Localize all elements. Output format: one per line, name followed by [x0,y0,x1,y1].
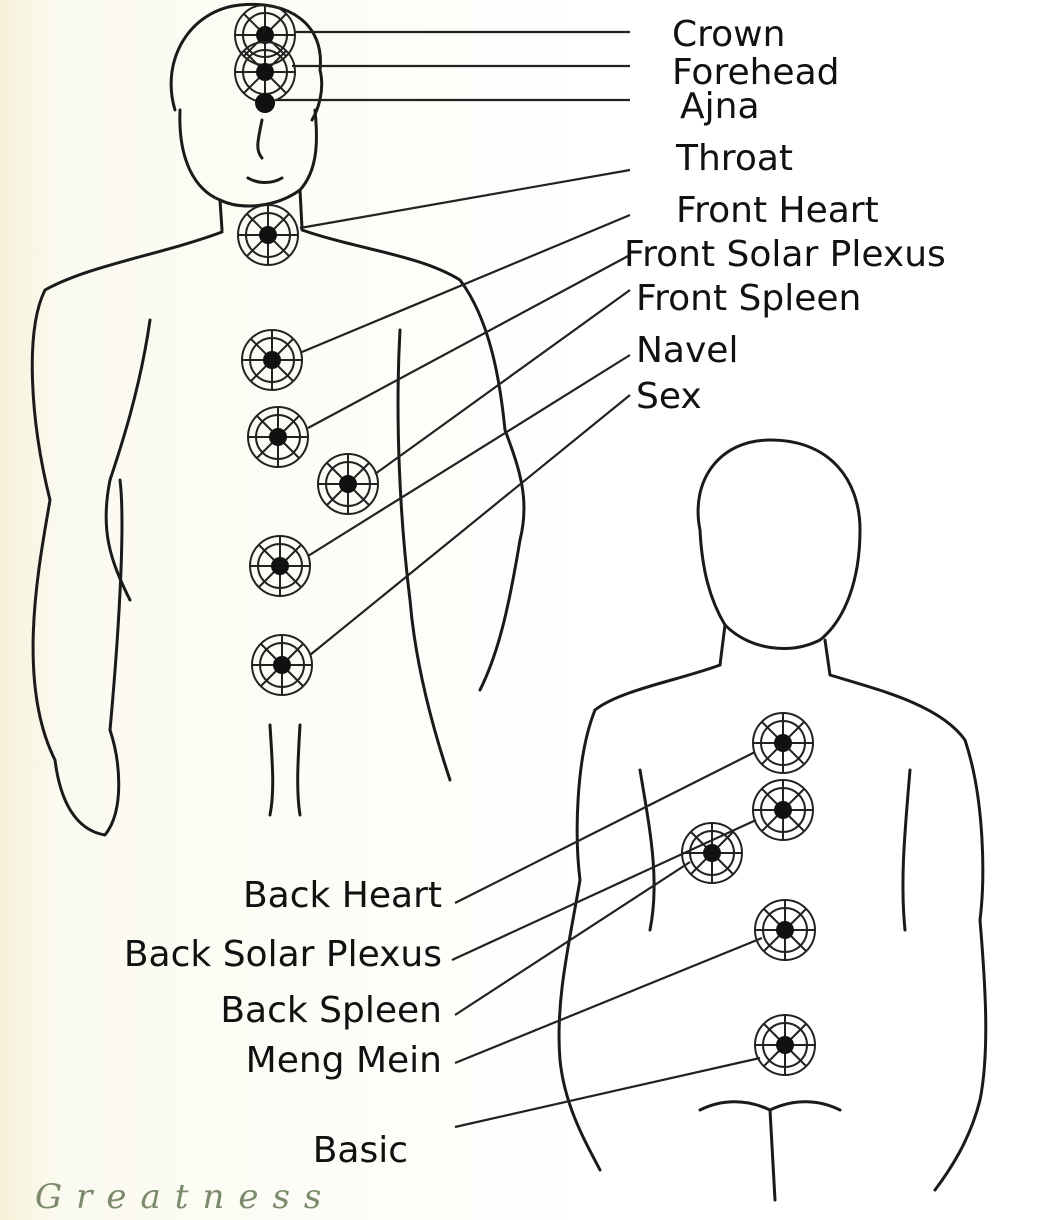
label-front-heart: Front Heart [676,190,879,231]
back-torso-right [830,675,986,1190]
back-head [698,440,860,648]
back-leader-lines [452,752,762,1127]
front-mouth [248,178,282,183]
label-throat: Throat [675,138,793,179]
label-meng-mein: Meng Mein [246,1040,442,1081]
label-front-spleen: Front Spleen [636,278,861,319]
front-side-line [398,330,450,780]
label-sex: Sex [636,376,702,417]
watermark: Greatness [35,1177,335,1217]
front-face [180,110,317,206]
back-inner-lines [640,770,910,1200]
chakra-front-solar-plexus [248,407,308,467]
chakra-back-heart [753,713,813,773]
label-basic: Basic [313,1130,408,1171]
front-leader-lines [276,32,630,655]
front-arm-left [106,320,150,600]
chakra-back-spleen [682,823,742,883]
label-back-solar-plexus: Back Solar Plexus [124,934,442,975]
back-neck [720,625,830,675]
front-nose [258,120,262,158]
label-back-spleen: Back Spleen [220,990,442,1031]
back-torso [559,665,720,1170]
label-front-solar-plexus: Front Solar Plexus [624,234,946,275]
label-crown: Crown [672,14,785,55]
chakra-front-spleen [318,454,378,514]
label-ajna: Ajna [680,86,760,127]
chakra-back-solar-plexus [753,780,813,840]
chakra-basic [755,1015,815,1075]
chakra-ajna [255,93,275,113]
chakra-navel [250,536,310,596]
label-back-heart: Back Heart [243,875,442,916]
chakra-front-heart [242,330,302,390]
chakra-meng-mein [755,900,815,960]
chakra-sex [252,635,312,695]
front-legs [270,725,300,815]
label-navel: Navel [636,330,738,371]
chakra-throat [238,205,298,265]
front-torso [32,232,222,835]
